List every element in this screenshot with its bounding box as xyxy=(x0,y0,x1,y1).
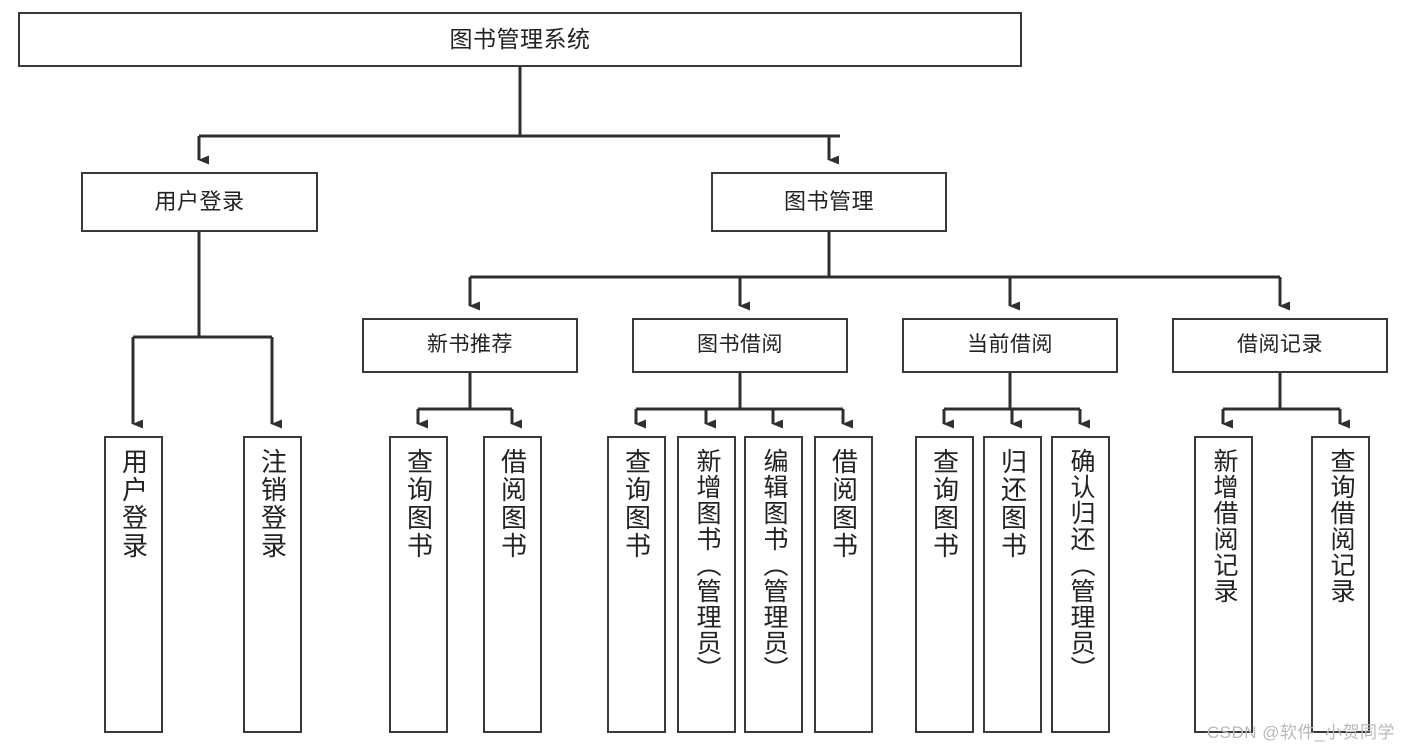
node-label: 图书管理系统 xyxy=(449,26,591,53)
node-label: 用户登录 xyxy=(118,448,149,560)
node-leaf-user-login[interactable]: 用户登录 xyxy=(104,436,163,733)
node-leaf-edit-book[interactable]: 编辑图书（管理员） xyxy=(744,436,803,733)
node-leaf-add-borrow-record[interactable]: 新增借阅记录 xyxy=(1194,436,1253,733)
node-leaf-query-borrow-record[interactable]: 查询借阅记录 xyxy=(1311,436,1370,733)
node-label: 查询图书 xyxy=(621,448,652,560)
node-leaf-confirm-return[interactable]: 确认归还（管理员） xyxy=(1051,436,1110,733)
node-leaf-query-book-borrow[interactable]: 查询图书 xyxy=(607,436,666,733)
node-leaf-query-book-current[interactable]: 查询图书 xyxy=(915,436,974,733)
node-new-book-recommend[interactable]: 新书推荐 xyxy=(362,318,578,373)
node-label: 归还图书 xyxy=(997,448,1028,560)
node-label: 用户登录 xyxy=(154,189,245,215)
node-label: 当前借阅 xyxy=(967,333,1053,357)
node-root-system[interactable]: 图书管理系统 xyxy=(18,12,1022,67)
node-book-borrow[interactable]: 图书借阅 xyxy=(632,318,848,373)
node-label: 查询借阅记录 xyxy=(1327,448,1355,604)
node-label: 注销登录 xyxy=(257,448,288,560)
node-label: 确认归还（管理员） xyxy=(1067,448,1095,682)
node-label: 借阅图书 xyxy=(497,448,528,560)
node-label: 新书推荐 xyxy=(427,333,513,357)
node-user-login[interactable]: 用户登录 xyxy=(81,172,318,232)
node-label: 图书借阅 xyxy=(697,333,783,357)
node-label: 查询图书 xyxy=(929,448,960,560)
node-leaf-borrow-book[interactable]: 借阅图书 xyxy=(814,436,873,733)
node-leaf-logout[interactable]: 注销登录 xyxy=(243,436,302,733)
node-label: 新增图书（管理员） xyxy=(693,448,721,682)
node-label: 借阅图书 xyxy=(828,448,859,560)
node-borrow-record[interactable]: 借阅记录 xyxy=(1172,318,1388,373)
node-leaf-query-book-recommend[interactable]: 查询图书 xyxy=(389,436,448,733)
node-label: 新增借阅记录 xyxy=(1210,448,1238,604)
node-label: 编辑图书（管理员） xyxy=(760,448,788,682)
node-leaf-borrow-book-recommend[interactable]: 借阅图书 xyxy=(483,436,542,733)
node-leaf-return-book[interactable]: 归还图书 xyxy=(983,436,1042,733)
node-label: 查询图书 xyxy=(403,448,434,560)
node-label: 图书管理 xyxy=(783,189,874,215)
node-label: 借阅记录 xyxy=(1237,333,1323,357)
node-book-management[interactable]: 图书管理 xyxy=(711,172,947,232)
csdn-watermark: CSDN @软件_小贺同学 xyxy=(1206,723,1395,742)
node-current-borrow[interactable]: 当前借阅 xyxy=(902,318,1118,373)
node-leaf-add-book[interactable]: 新增图书（管理员） xyxy=(677,436,736,733)
